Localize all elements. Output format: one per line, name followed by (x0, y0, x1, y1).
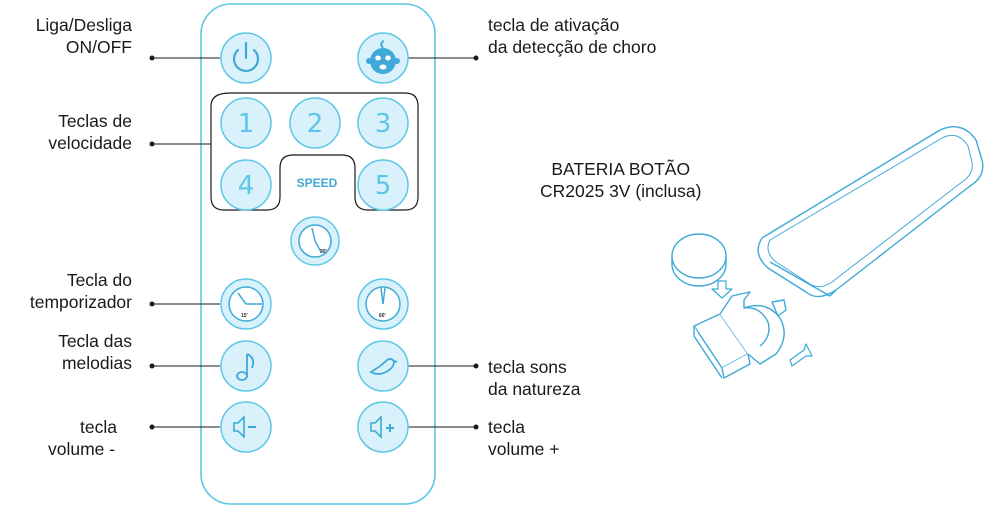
label-volume-down-line1: tecla (80, 417, 117, 437)
clock-icon (365, 286, 401, 322)
label-volume-down-line2: volume - (48, 439, 116, 459)
label-timer-line2: temporizador (29, 292, 132, 312)
speed-button-3[interactable]: 3 (357, 97, 409, 149)
speaker-plus-icon (370, 415, 394, 439)
timer-60-button[interactable]: 60' (357, 278, 409, 330)
speed-label: SPEED (297, 176, 338, 190)
insert-arrow (711, 280, 733, 299)
melody-button[interactable] (220, 340, 272, 392)
timer-15-mark: 15' (241, 313, 248, 319)
label-battery-line1: BATERIA BOTÃO (551, 159, 691, 179)
speed-button-5[interactable]: 5 (357, 159, 409, 211)
label-cry-detect: tecla de ativação da detecção de choro (488, 14, 656, 58)
volume-up-button[interactable] (357, 401, 409, 453)
timer-15-button[interactable]: 15' (220, 278, 272, 330)
slide-arrow (789, 343, 813, 367)
cry-detect-button[interactable] (357, 32, 409, 84)
label-nature: tecla sons da natureza (488, 356, 580, 400)
timer-30-button[interactable]: 30' (290, 216, 340, 266)
speed-button-label: 2 (307, 109, 324, 139)
label-volume-up-line2: volume + (488, 439, 560, 459)
nature-sounds-button[interactable] (357, 340, 409, 392)
label-speed: Teclas de velocidade (48, 110, 132, 154)
baby-face-icon (366, 40, 400, 74)
label-volume-up-line1: tecla (488, 417, 525, 437)
speed-button-label: 5 (375, 171, 392, 201)
label-timer-line1: Tecla do (66, 270, 132, 290)
battery-illustration (671, 126, 984, 379)
timer-30-mark: 30' (320, 249, 327, 255)
speed-button-4[interactable]: 4 (220, 159, 272, 211)
battery-tray (693, 291, 787, 379)
label-cry-detect-line1: tecla de ativação (488, 15, 620, 35)
clock-icon (298, 224, 332, 258)
volume-down-button[interactable] (220, 401, 272, 453)
speaker-minus-icon (233, 415, 256, 439)
leader-lines (149, 55, 479, 430)
power-icon (232, 41, 260, 72)
speed-button-1[interactable]: 1 (220, 97, 272, 149)
speed-button-label: 3 (375, 109, 392, 139)
label-cry-detect-line2: da detecção de choro (488, 37, 657, 57)
label-timer: Tecla do temporizador (30, 269, 132, 313)
label-melody-line1: Tecla das (58, 331, 132, 351)
label-melody-line2: melodias (61, 353, 132, 373)
timer-60-mark: 60' (379, 313, 386, 319)
speed-button-label: 1 (238, 109, 255, 139)
label-nature-line2: da natureza (488, 379, 581, 399)
label-power-line2: ON/OFF (65, 37, 132, 57)
label-melody: Tecla das melodias (58, 330, 132, 374)
label-battery: BATERIA BOTÃO CR2025 3V (inclusa) (540, 158, 701, 202)
label-nature-line1: tecla sons (488, 357, 567, 377)
label-speed-line1: Teclas de (58, 111, 132, 131)
label-power-line1: Liga/Desliga (35, 15, 132, 35)
label-volume-up: tecla volume + (488, 416, 560, 460)
clock-icon (228, 286, 264, 322)
music-note-icon (236, 353, 255, 381)
label-volume-down: tecla volume - (48, 416, 144, 460)
label-power: Liga/Desliga ON/OFF (36, 14, 132, 58)
label-battery-line2: CR2025 3V (inclusa) (540, 181, 702, 201)
label-speed-line2: velocidade (48, 133, 132, 153)
speed-button-label: 4 (238, 171, 255, 201)
speed-group-outline (210, 92, 419, 211)
coin-battery (671, 233, 727, 287)
bird-icon (369, 358, 398, 375)
speed-button-2[interactable]: 2 (289, 97, 341, 149)
power-button[interactable] (220, 32, 272, 84)
